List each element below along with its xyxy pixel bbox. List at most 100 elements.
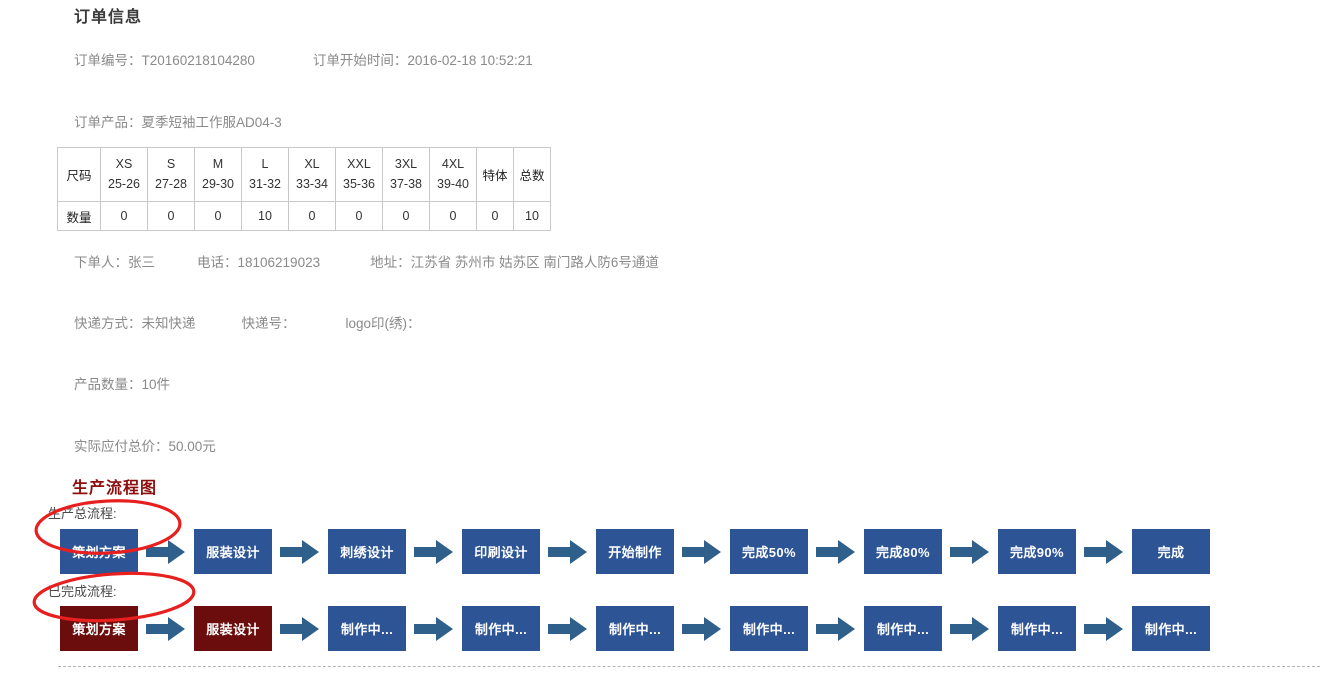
- quantity-4xl: 0: [429, 201, 477, 231]
- product-quantity-line: 产品数量：10件: [74, 373, 170, 393]
- size-column-s: S 27-28: [147, 147, 195, 202]
- quantity-special: 0: [476, 201, 514, 231]
- quantity-xs: 0: [100, 201, 148, 231]
- arrow-right-icon: [942, 614, 998, 644]
- flow-done-step[interactable]: 制作中...: [596, 606, 674, 651]
- order-product-value: 夏季短袖工作服AD04-3: [141, 115, 282, 130]
- flow-done-step[interactable]: 制作中...: [998, 606, 1076, 651]
- flow-chart-heading: 生产流程图: [72, 480, 158, 497]
- flow-done-step[interactable]: 策划方案: [60, 606, 138, 651]
- size-name: M: [212, 157, 224, 172]
- size-range: 33-34: [296, 176, 328, 191]
- table-row-size-header: 尺码 XS 25-26 S 27-28 M 29-30 L 31-32 XL 3…: [57, 147, 551, 202]
- arrow-right-icon: [1076, 537, 1132, 567]
- quantity-m: 0: [194, 201, 242, 231]
- section-divider: [58, 666, 1320, 667]
- size-column-xs: XS 25-26: [100, 147, 148, 202]
- flow-total-step[interactable]: 策划方案: [60, 529, 138, 574]
- arrow-right-icon: [540, 614, 596, 644]
- arrow-right-icon: [540, 537, 596, 567]
- product-quantity-value: 10件: [141, 377, 171, 392]
- size-column-xxl: XXL 35-36: [335, 147, 383, 202]
- size-column-l: L 31-32: [241, 147, 289, 202]
- quantity-total: 10: [513, 201, 551, 231]
- size-name: 4XL: [441, 157, 465, 172]
- flow-total-step[interactable]: 完成: [1132, 529, 1210, 574]
- flow-done-step[interactable]: 制作中...: [864, 606, 942, 651]
- order-product-line: 订单产品：夏季短袖工作服AD04-3: [74, 111, 282, 131]
- order-product-label: 订单产品：: [74, 115, 142, 130]
- flow-total-label: 生产总流程:: [48, 506, 117, 521]
- arrow-right-icon: [138, 614, 194, 644]
- flow-total-step[interactable]: 服装设计: [194, 529, 272, 574]
- flow-done-step[interactable]: 制作中...: [462, 606, 540, 651]
- arrow-right-icon: [272, 614, 328, 644]
- quantity-l: 10: [241, 201, 289, 231]
- quantity-xxl: 0: [335, 201, 383, 231]
- address-value: 江苏省 苏州市 姑苏区 南门路人防6号通道: [410, 255, 659, 270]
- size-name: XXL: [347, 157, 371, 172]
- flow-total-step[interactable]: 刺绣设计: [328, 529, 406, 574]
- arrow-right-icon: [808, 614, 864, 644]
- page-title: 订单信息: [74, 9, 143, 26]
- order-start-time-value: 2016-02-18 10:52:21: [407, 53, 533, 68]
- arrow-right-icon: [808, 537, 864, 567]
- flow-total-step[interactable]: 印刷设计: [462, 529, 540, 574]
- size-quantity-table: 尺码 XS 25-26 S 27-28 M 29-30 L 31-32 XL 3…: [57, 147, 551, 231]
- customer-value: 张三: [128, 255, 155, 270]
- flow-done-step[interactable]: 制作中...: [730, 606, 808, 651]
- flow-done-label: 已完成流程:: [48, 584, 117, 599]
- flow-done-step[interactable]: 服装设计: [194, 606, 272, 651]
- quantity-xl: 0: [288, 201, 336, 231]
- size-column-special: 特体: [476, 147, 514, 202]
- size-range: 31-32: [249, 176, 281, 191]
- total-price-label: 实际应付总价：: [74, 439, 169, 454]
- arrow-right-icon: [406, 614, 462, 644]
- arrow-right-icon: [942, 537, 998, 567]
- order-number-label: 订单编号：: [74, 53, 142, 68]
- size-range: 25-26: [108, 176, 140, 191]
- size-range: 39-40: [437, 176, 469, 191]
- size-row-header: 尺码: [57, 147, 101, 202]
- size-name: L: [261, 157, 269, 172]
- arrow-right-icon: [138, 537, 194, 567]
- flow-total-step[interactable]: 完成80%: [864, 529, 942, 574]
- size-name: S: [166, 157, 176, 172]
- flow-total-step[interactable]: 完成50%: [730, 529, 808, 574]
- order-number-value: T20160218104280: [141, 53, 255, 68]
- customer-line: 下单人：张三 电话：18106219023 地址：江苏省 苏州市 姑苏区 南门路人防…: [74, 251, 659, 271]
- express-method-label: 快递方式：: [74, 316, 142, 331]
- size-name: XL: [304, 157, 320, 172]
- flow-total-step[interactable]: 完成90%: [998, 529, 1076, 574]
- size-column-3xl: 3XL 37-38: [382, 147, 430, 202]
- order-number-line: 订单编号：T20160218104280 订单开始时间：2016-02-18 10…: [74, 49, 533, 69]
- flow-total-row: 策划方案 服装设计 刺绣设计 印刷设计 开始制作 完成50% 完成80% 完成90% 完成: [60, 529, 1210, 574]
- order-start-time-label: 订单开始时间：: [312, 53, 408, 68]
- arrow-right-icon: [674, 537, 730, 567]
- size-range: 29-30: [202, 176, 234, 191]
- address-label: 地址：: [370, 255, 411, 270]
- quantity-s: 0: [147, 201, 195, 231]
- express-number-label: 快递号：: [241, 316, 296, 331]
- phone-value: 18106219023: [237, 255, 321, 270]
- total-price-value: 50.00元: [168, 439, 216, 454]
- total-price-line: 实际应付总价：50.00元: [74, 435, 216, 455]
- size-range: 37-38: [390, 176, 422, 191]
- size-column-total: 总数: [513, 147, 551, 202]
- flow-done-row: 策划方案 服装设计 制作中... 制作中... 制作中... 制作中... 制作中... 制作…: [60, 606, 1210, 651]
- flow-total-step[interactable]: 开始制作: [596, 529, 674, 574]
- logo-print-label: logo印(绣)：: [345, 316, 421, 331]
- arrow-right-icon: [1076, 614, 1132, 644]
- customer-label: 下单人：: [74, 255, 128, 270]
- quantity-3xl: 0: [382, 201, 430, 231]
- express-method-value: 未知快递: [141, 316, 196, 331]
- size-range: 27-28: [155, 176, 187, 191]
- size-column-m: M 29-30: [194, 147, 242, 202]
- flow-done-step[interactable]: 制作中...: [328, 606, 406, 651]
- table-row-quantity: 数量 0 0 0 10 0 0 0 0 0 10: [57, 201, 551, 231]
- arrow-right-icon: [674, 614, 730, 644]
- flow-done-step[interactable]: 制作中...: [1132, 606, 1210, 651]
- phone-label: 电话：: [197, 255, 238, 270]
- size-column-xl: XL 33-34: [288, 147, 336, 202]
